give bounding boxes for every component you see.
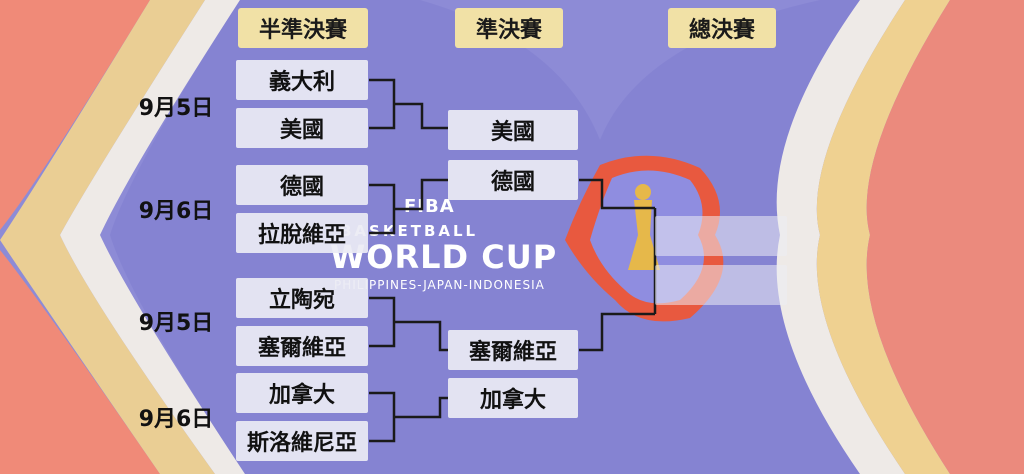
- team-slot: 加拿大: [236, 373, 368, 413]
- match-date-1: 9月5日: [138, 96, 214, 121]
- team-slot: 德國: [236, 165, 368, 205]
- match-date-2: 9月6日: [138, 199, 214, 224]
- team-slot: 塞爾維亞: [448, 330, 578, 370]
- team-slot: 斯洛維尼亞: [236, 421, 368, 461]
- final-slot-1: [655, 216, 787, 256]
- team-slot: 加拿大: [448, 378, 578, 418]
- team-slot: 美國: [448, 110, 578, 150]
- header-semifinal-quarter: 半準決賽: [238, 8, 368, 48]
- logo-hosts-text: PHILIPPINES-JAPAN-INDONESIA: [334, 278, 545, 292]
- match-date-4: 9月6日: [138, 407, 214, 432]
- fiba-logo: FIBA: [404, 196, 455, 217]
- header-semifinal: 準決賽: [455, 8, 563, 48]
- team-slot: 德國: [448, 160, 578, 200]
- team-slot: 義大利: [236, 60, 368, 100]
- team-slot: 立陶宛: [236, 278, 368, 318]
- header-final: 總決賽: [668, 8, 776, 48]
- team-slot: 拉脫維亞: [236, 213, 368, 253]
- team-slot: 美國: [236, 108, 368, 148]
- team-slot: 塞爾維亞: [236, 326, 368, 366]
- final-slot-2: [655, 265, 787, 305]
- match-date-3: 9月5日: [138, 311, 214, 336]
